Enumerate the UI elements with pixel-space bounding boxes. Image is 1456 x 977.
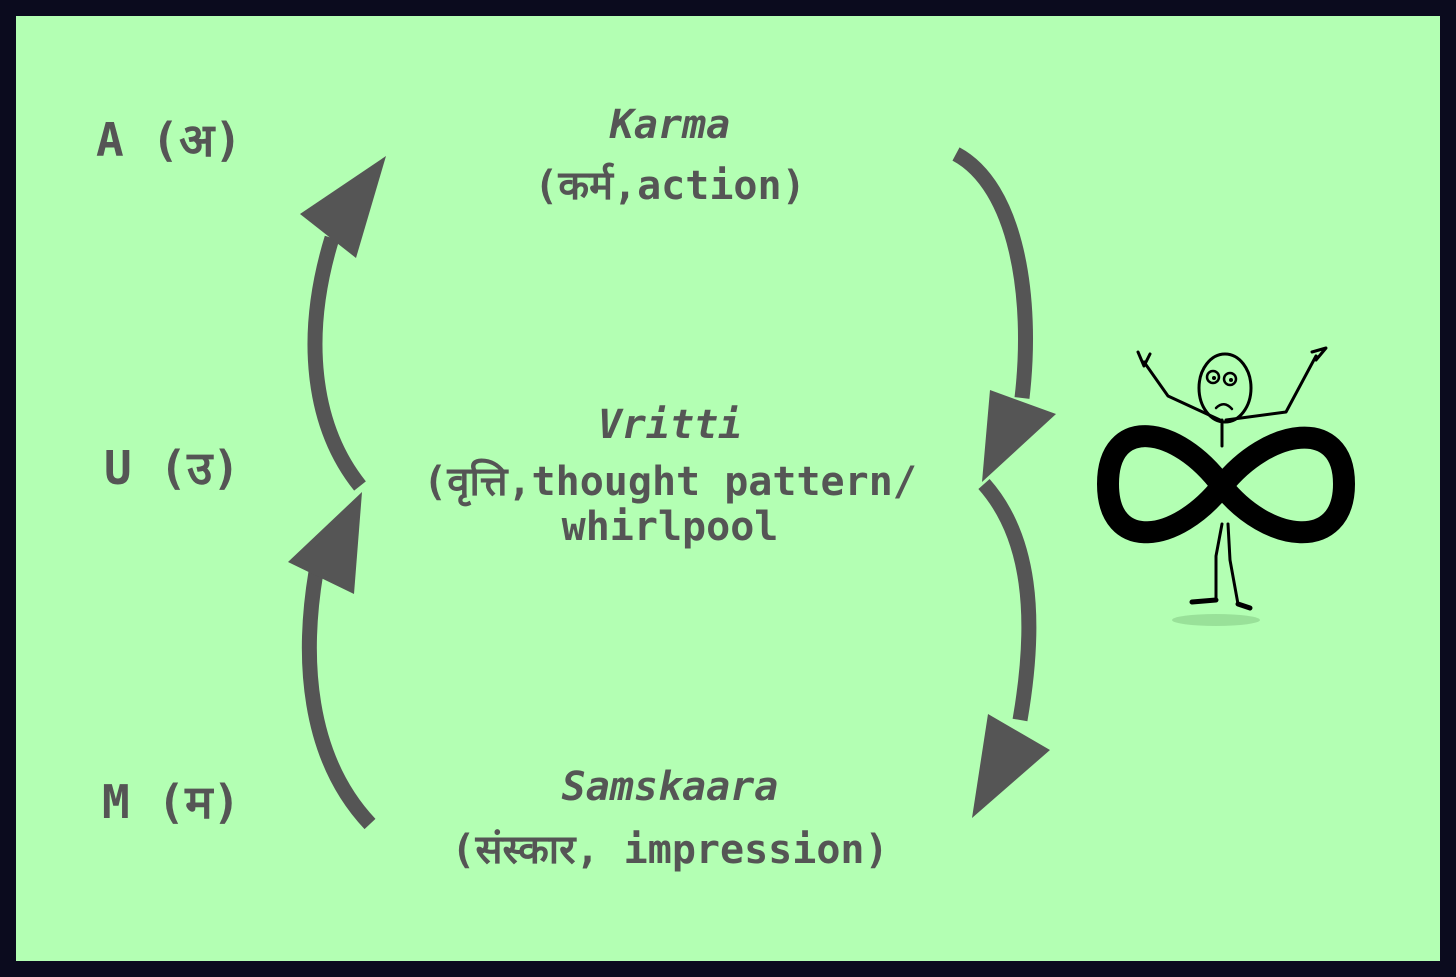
stick-figure-infinity-icon [1097,346,1355,626]
karma-title: Karma [609,102,731,148]
vritti-detail-line2: whirlpool [561,504,779,550]
diagram-graphics [288,147,1355,830]
syllable-m: M (म) [102,775,241,829]
curved-arrow-icon [300,156,386,491]
curved-arrow-icon [288,492,376,830]
diagram-canvas: A (अ) U (उ) M (म) Karma (कर्म,action) Vr… [16,16,1440,961]
vritti-detail-line1: (वृत्ति,thought pattern/ [423,459,917,505]
curved-arrow-icon [952,147,1056,482]
syllable-u: U (उ) [104,441,240,495]
vritti-title: Vritti [597,402,743,448]
samskaara-detail: (संस्कार, impression) [451,827,889,873]
samskaara-title: Samskaara [561,764,779,810]
curved-arrow-icon [972,479,1050,818]
karma-detail: (कर्म,action) [534,163,806,209]
syllable-a: A (अ) [96,113,242,167]
